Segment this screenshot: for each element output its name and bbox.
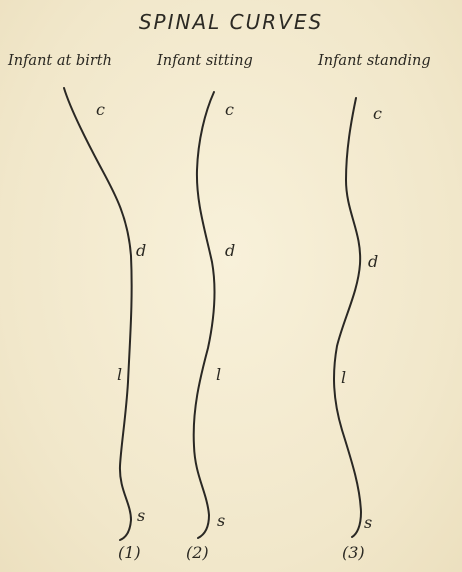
label-cervical-1: c <box>96 102 105 118</box>
spine-curve-1 <box>64 88 132 540</box>
label-dorsal-1: d <box>136 243 146 259</box>
label-dorsal-2: d <box>225 243 235 259</box>
label-sacral-3: s <box>364 515 372 531</box>
spine-curve-2 <box>194 92 215 538</box>
figure-number-1: (1) <box>118 545 141 561</box>
label-sacral-1: s <box>137 508 145 524</box>
label-lumbar-3: l <box>341 370 346 386</box>
label-lumbar-1: l <box>117 367 122 383</box>
figure-number-2: (2) <box>186 545 209 561</box>
label-sacral-2: s <box>217 513 225 529</box>
label-lumbar-2: l <box>216 367 221 383</box>
figure-number-3: (3) <box>342 545 365 561</box>
label-cervical-2: c <box>225 102 234 118</box>
spine-curve-3 <box>334 98 361 537</box>
label-dorsal-3: d <box>368 254 378 270</box>
label-cervical-3: c <box>373 106 382 122</box>
